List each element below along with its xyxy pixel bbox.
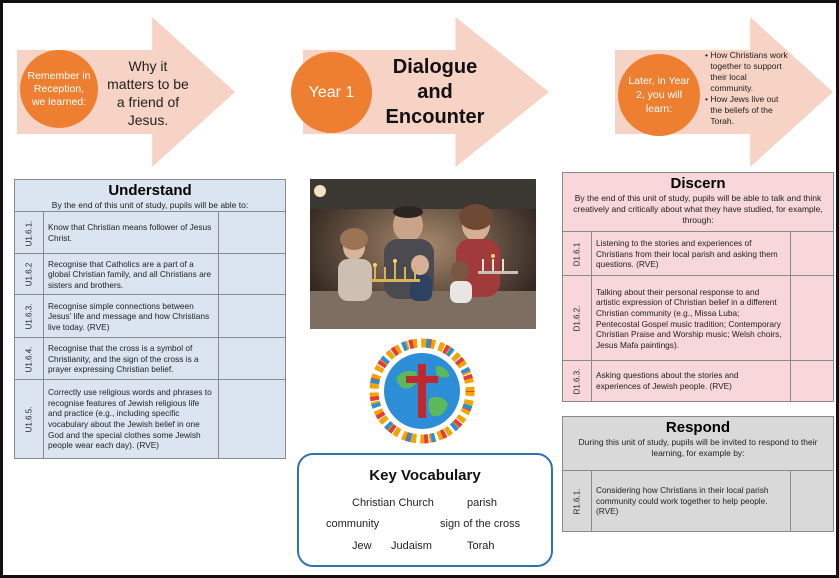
year2-bullets: • How Christians work together to suppor…: [705, 50, 789, 127]
row-blank-cell: [791, 471, 833, 531]
key-vocabulary-box: Key Vocabulary Christian Church parish c…: [297, 453, 553, 567]
table-row: D1.6.3. Asking questions about the stori…: [563, 360, 833, 401]
vocab-word: Jew: [352, 540, 372, 552]
row-code: U1.6.4.: [15, 338, 44, 380]
row-code: U1.6.1.: [15, 212, 44, 254]
year1-circle: Year 1: [291, 52, 372, 133]
row-blank-cell: [791, 361, 833, 401]
row-code: R1.6.1.: [563, 471, 592, 531]
vocab-word: Judaism: [391, 540, 432, 552]
vocab-word: Christian Church: [352, 497, 434, 509]
unit-title-line-2: and: [417, 81, 453, 103]
row-text: Recognise simple connections between Jes…: [43, 295, 219, 338]
row-text: Asking questions about the stories and e…: [591, 361, 791, 401]
row-blank-cell: [791, 232, 833, 276]
row-blank-cell: [219, 212, 285, 254]
row-text: Recognise that Catholics are a part of a…: [43, 254, 219, 295]
row-code: U1.6.3.: [15, 295, 44, 338]
year2-bullet-2-text: How Jews live out the beliefs of the Tor…: [710, 94, 779, 126]
row-blank-cell: [219, 380, 285, 458]
year2-circle: Later, in Year 2, you will learn:: [618, 54, 700, 136]
respond-title: Respond: [665, 419, 731, 436]
row-text: Listening to the stories and experiences…: [591, 232, 791, 276]
year2-circle-text: Later, in Year 2, you will learn:: [628, 75, 690, 115]
vocab-word: Torah: [467, 540, 495, 552]
photo-illustration: [310, 179, 536, 329]
family-lighting-menorah-photo: [310, 179, 536, 329]
table-row: U1.6.5. Correctly use religious words an…: [15, 379, 285, 458]
row-text: Correctly use religious words and phrase…: [43, 380, 219, 458]
row-text: Talking about their personal response to…: [591, 276, 791, 361]
reception-circle: Remember in Reception, we learned:: [20, 50, 98, 128]
vocab-word: parish: [467, 497, 497, 509]
bullet-icon: •: [705, 50, 711, 60]
table-row: U1.6.4. Recognise that the cross is a sy…: [15, 337, 285, 380]
row-blank-cell: [219, 295, 285, 338]
year2-bullet-1-text: How Christians work together to support …: [710, 50, 788, 93]
table-row: U1.6.2 Recognise that Catholics are a pa…: [15, 253, 285, 295]
table-row: U1.6.3. Recognise simple connections bet…: [15, 294, 285, 338]
row-blank-cell: [791, 276, 833, 361]
table-row: R1.6.1. Considering how Christians in th…: [563, 470, 833, 531]
discern-title: Discern: [670, 175, 726, 192]
row-code: D1.6.3.: [563, 361, 592, 401]
discern-intro: By the end of this unit of study, pupils…: [573, 193, 823, 225]
globe-illustration: [369, 338, 475, 444]
year1-label: Year 1: [308, 83, 355, 101]
unit-title-line-1: Dialogue: [392, 56, 478, 78]
row-text: Considering how Christians in their loca…: [591, 471, 791, 531]
children-around-globe-cross-icon: [366, 336, 478, 446]
row-code: D1.6.1: [563, 232, 592, 276]
vocab-word: community: [326, 518, 380, 530]
table-row: D1.6.1 Listening to the stories and expe…: [563, 231, 833, 276]
table-row: D1.6.2. Talking about their personal res…: [563, 275, 833, 361]
year2-bullet-1: • How Christians work together to suppor…: [705, 50, 789, 94]
respond-intro: During this unit of study, pupils will b…: [578, 437, 818, 458]
key-vocabulary-title: Key Vocabulary: [369, 467, 481, 484]
row-text: Recognise that the cross is a symbol of …: [43, 338, 219, 380]
vocab-word: sign of the cross: [440, 518, 521, 530]
row-blank-cell: [219, 254, 285, 295]
unit-title-line-3: Encounter: [385, 106, 485, 128]
understand-panel: Understand By the end of this unit of st…: [14, 179, 286, 459]
reception-arrow-text: Why it matters to be a friend of Jesus.: [107, 58, 189, 128]
table-row: U1.6.1. Know that Christian means follow…: [15, 211, 285, 254]
row-blank-cell: [219, 338, 285, 380]
understand-intro: By the end of this unit of study, pupils…: [51, 200, 249, 210]
row-code: U1.6.2: [15, 254, 44, 295]
discern-panel: Discern By the end of this unit of study…: [562, 172, 834, 402]
row-code: D1.6.2.: [563, 276, 592, 361]
respond-panel: Respond During this unit of study, pupil…: [562, 416, 834, 532]
row-code: U1.6.5.: [15, 380, 44, 458]
unit-title: Dialogue and Encounter: [373, 55, 497, 130]
reception-circle-text: Remember in Reception, we learned:: [27, 69, 91, 108]
understand-title: Understand: [108, 182, 192, 199]
row-text: Know that Christian means follower of Je…: [43, 212, 219, 254]
year2-bullet-2: • How Jews live out the beliefs of the T…: [705, 94, 789, 127]
bullet-icon: •: [705, 94, 711, 104]
